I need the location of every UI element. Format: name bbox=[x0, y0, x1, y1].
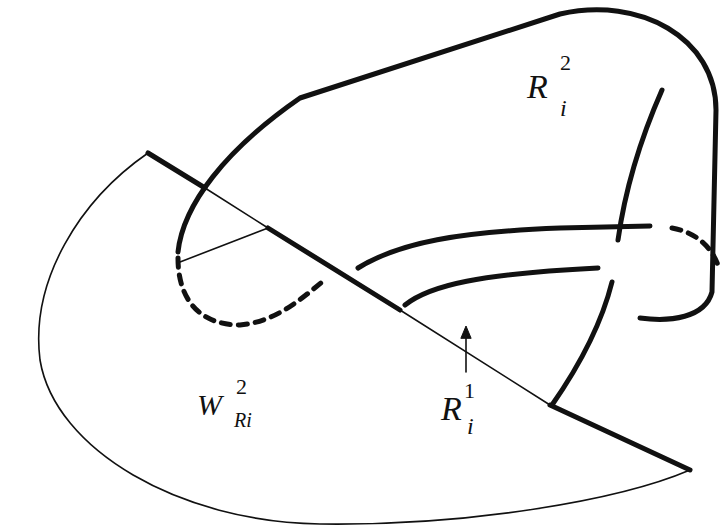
label-superscript: 2 bbox=[236, 376, 247, 398]
surface-label: R bbox=[527, 70, 548, 104]
label-subscript: Ri bbox=[234, 410, 252, 430]
label-subscript: i bbox=[560, 96, 567, 120]
label-superscript: 2 bbox=[560, 52, 571, 74]
label-subscript: i bbox=[467, 414, 474, 438]
label-superscript: 1 bbox=[464, 380, 475, 402]
edge-label: R bbox=[441, 392, 462, 426]
region-label: W bbox=[197, 390, 222, 420]
